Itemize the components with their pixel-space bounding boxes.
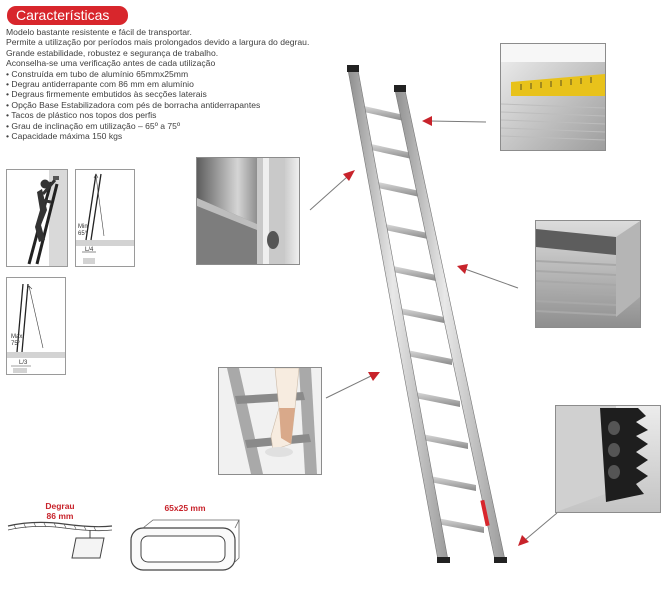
description-line: Modelo bastante resistente e fácil de tr… <box>6 27 192 37</box>
description-line: Aconselha-se uma verificação antes de ca… <box>6 58 216 69</box>
person-on-ladder-icon <box>27 170 67 266</box>
max-angle-ratio: L/3 <box>19 360 28 366</box>
rung-profile-label: Degrau <box>45 501 75 511</box>
min-angle-label-2: 65° <box>78 231 88 237</box>
top-cap <box>394 85 406 92</box>
feature-item: • Construída em tubo de alumínio 65mmx25… <box>6 68 189 79</box>
feature-item: • Tacos de plástico nos topos dos perfis <box>6 110 157 121</box>
ladder-illustration <box>347 65 507 563</box>
feature-item: • Degraus firmemente embutidos às secçõe… <box>6 89 207 100</box>
feature-item: • Grau de inclinação em utilização – 65º… <box>6 120 181 131</box>
rung-profile-drawing <box>7 521 113 559</box>
person-climbing-illustration <box>6 169 68 267</box>
section-title-badge: Características <box>7 6 128 25</box>
rung-profile-size: 86 mm <box>46 511 74 521</box>
min-angle-ratio: L/4 <box>85 247 94 253</box>
description-line: Grande estabilidade, robustez e seguranç… <box>6 47 219 58</box>
rubber-foot <box>437 557 450 563</box>
min-angle-label-1: Min <box>78 224 88 230</box>
photo-rung-joint <box>196 157 300 265</box>
max-angle-diagram: Max 75° L/3 <box>6 277 66 375</box>
photo-foot-on-rung <box>218 367 322 475</box>
max-angle-label-2: 75° <box>11 341 21 347</box>
photo-rung-width-measure <box>500 43 606 151</box>
feature-item: • Opção Base Estabilizadora com pés de b… <box>6 99 261 110</box>
tube-profile-caption: 65x25 mm <box>164 503 206 513</box>
rung-profile-caption: Degrau 86 mm <box>40 501 80 521</box>
photo-anti-slip-rung <box>535 220 641 328</box>
feature-item: • Degrau antiderrapante com 86 mm em alu… <box>6 79 194 90</box>
max-angle-label-1: Max <box>11 334 22 340</box>
top-cap <box>347 65 359 72</box>
ladder-rungs <box>364 106 484 533</box>
feature-list: • Construída em tubo de alumínio 65mmx25… <box>6 69 476 142</box>
description-block: Modelo bastante resistente e fácil de tr… <box>6 27 476 141</box>
photo-rubber-foot-base <box>555 405 661 513</box>
rubber-foot <box>494 557 507 563</box>
min-angle-diagram: Min 65° L/4 <box>75 169 135 267</box>
description-line: Permite a utilização por períodos mais p… <box>6 37 310 48</box>
feature-item: • Capacidade máxima 150 kgs <box>6 131 123 142</box>
tube-profile-drawing <box>130 519 240 571</box>
